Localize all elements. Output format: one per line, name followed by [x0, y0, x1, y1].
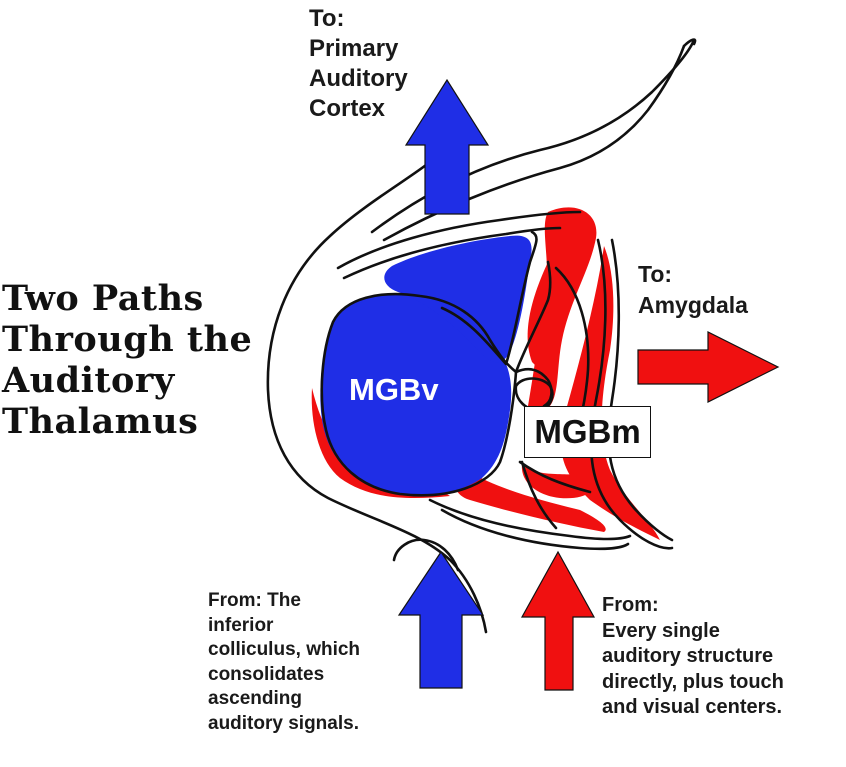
lower-boundary-2 [440, 508, 630, 551]
lamina-divider-2 [514, 367, 553, 408]
arrow-right-to-amygdala [637, 331, 780, 403]
label-mgbv: MGBv [349, 372, 439, 407]
bottom-loop [392, 538, 460, 572]
arrow-up-to-cortex [404, 78, 490, 215]
mgbv-body [320, 294, 512, 496]
arrow-up-from-all [520, 550, 596, 691]
red-strip-right [561, 246, 660, 540]
fiber-band-outer [336, 210, 582, 270]
mgbm-oval [514, 377, 554, 412]
lower-boundary [428, 498, 632, 541]
lamina-divider [514, 260, 552, 374]
red-base [455, 470, 606, 532]
red-bottom-left [311, 388, 450, 499]
mgbm-label-box: MGBm [524, 406, 651, 458]
arrow-up-from-ic [397, 550, 485, 689]
mgbv-upper-cap [384, 235, 532, 363]
label-mgbm: MGBm [534, 413, 641, 450]
diagram-title: Two Paths Through the Auditory Thalamus [2, 278, 253, 442]
label-to-amygdala: To: Amygdala [638, 261, 748, 318]
label-to-primary-auditory-cortex: To: Primary Auditory Cortex [309, 5, 408, 122]
outer-contour [266, 160, 488, 634]
lower-fan [518, 460, 592, 530]
arrows [397, 78, 780, 691]
label-from-every-auditory-structure: From: Every single auditory structure di… [602, 594, 784, 718]
mgbv-cap-outline [440, 230, 538, 366]
mgbv-outline [320, 292, 518, 497]
label-from-inferior-colliculus: From: The inferior colliculus, which con… [208, 590, 361, 734]
mgbv-blue-regions [320, 235, 532, 496]
fiber-band-inner [342, 226, 562, 280]
upper-fiber-tract-tip [682, 38, 697, 48]
